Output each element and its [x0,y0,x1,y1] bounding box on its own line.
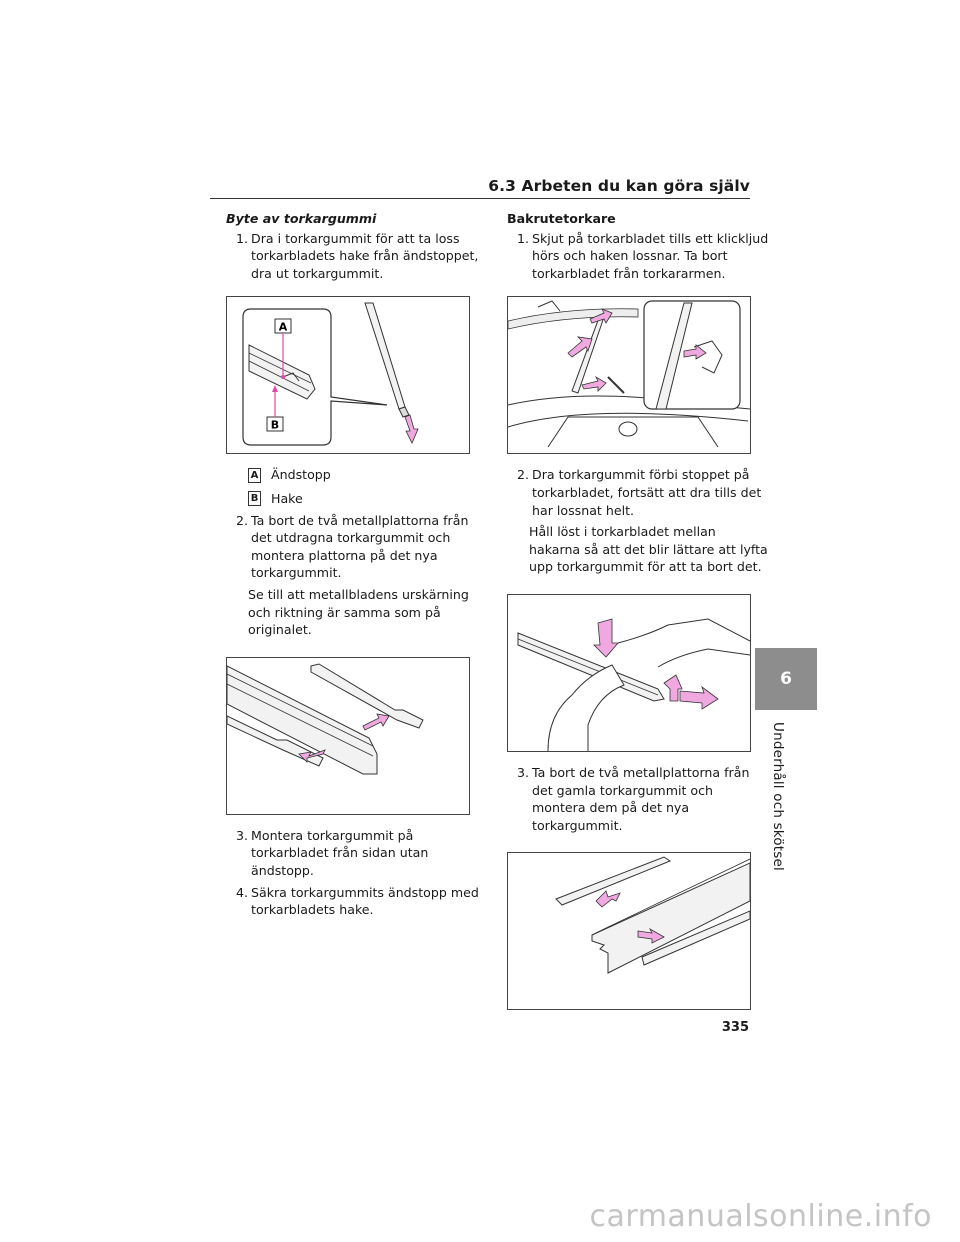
wiper-end-stop-illustration: A B [242,302,419,446]
right-step-2-note: Håll löst i torkarbladet mellan hakarna … [529,524,768,575]
figure-hand-pulling-rubber [507,593,751,752]
right-step-1: 1. Skjut på torkarbladet tills ett klick… [516,230,769,281]
right-step-2: 2. Dra torkargummit förbi stoppet på tor… [516,467,762,518]
left-step-4: 4. Säkra torkargummits ändstopp med tork… [235,884,479,918]
right-step-3: 3. Ta bort de två metallplattorna från d… [516,764,750,833]
figure-rear-wiper [507,296,751,455]
figure-rear-metal-plates [507,852,751,1011]
right-section-heading: Bakrutetorkare [507,211,616,226]
left-column: Byte av torkargummi 1. Dra i torkargummi… [226,210,488,923]
chapter-tab[interactable]: 6 [755,648,817,710]
watermark: carmanualsonline.info [589,1199,932,1234]
rear-wiper-illustration [508,300,750,448]
legend-item-b: B Hake [248,490,488,508]
left-step-3: 3. Montera torkargummit på torkarbladet … [235,827,429,878]
left-step-1: 1. Dra i torkargummit för att ta loss to… [235,230,479,281]
right-column: Bakrutetorkare 1. Skjut på torkarbladet … [507,210,769,1022]
section-title: 6.3 Arbeten du kan göra själv [488,177,750,195]
metal-plates-illustration [227,663,424,775]
figure-wiper-end-stop: A B [226,296,470,455]
legend-item-a: A Ändstopp [248,466,488,484]
left-step-2: 2. Ta bort de två metallplattorna från d… [235,512,469,581]
callout-a-label: A [279,321,288,334]
page-number: 335 [721,1020,749,1035]
left-step-2-note: Se till att metallbladens urskärning och… [248,586,469,638]
hand-pulling-rubber-illustration [517,618,750,751]
callout-b-label: B [271,419,279,432]
header-divider [210,198,750,199]
chapter-side-label: Underhåll och skötsel [770,722,786,871]
figure-metal-plates [226,656,470,815]
rear-metal-plates-illustration [555,856,750,975]
left-section-heading: Byte av torkargummi [226,211,377,226]
